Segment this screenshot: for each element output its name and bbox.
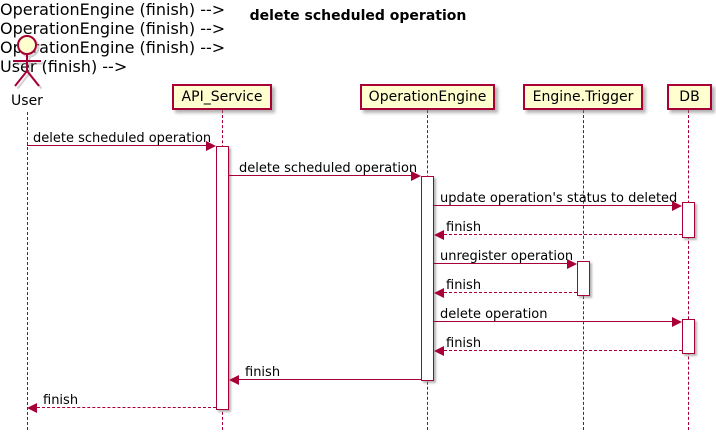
activation-bar-operationengine bbox=[421, 176, 434, 381]
activation-bar-db-2 bbox=[682, 319, 695, 354]
diagram-title: delete scheduled operation bbox=[249, 8, 467, 24]
arrowhead-left-icon bbox=[434, 230, 444, 240]
message-label: finish bbox=[446, 278, 482, 293]
message-label: unregister operation bbox=[440, 249, 574, 264]
participant-api-service: API_Service bbox=[172, 84, 272, 110]
message-line bbox=[444, 234, 682, 235]
arrowhead-right-icon bbox=[567, 259, 577, 269]
participant-db: DB bbox=[667, 84, 712, 110]
actor-person-icon bbox=[13, 35, 44, 90]
participant-operationengine: OperationEngine bbox=[360, 84, 495, 110]
arrowhead-left-icon bbox=[434, 346, 444, 356]
arrowhead-right-icon bbox=[672, 201, 682, 211]
arrowhead-left-icon bbox=[434, 288, 444, 298]
message-line bbox=[37, 407, 216, 408]
activation-bar-db-1 bbox=[682, 202, 695, 238]
message-label: delete operation bbox=[440, 307, 548, 322]
message-line bbox=[434, 263, 567, 264]
lifeline-user bbox=[27, 112, 28, 430]
arrowhead-right-icon bbox=[206, 141, 216, 151]
message-label: update operation's status to deleted bbox=[440, 191, 678, 206]
message-label: delete scheduled operation bbox=[33, 131, 212, 146]
message-line bbox=[434, 321, 672, 322]
message-label: finish bbox=[43, 393, 79, 408]
message-line bbox=[229, 175, 411, 176]
activation-bar-engine-trigger bbox=[577, 261, 590, 296]
message-line bbox=[444, 292, 577, 293]
activation-bar-api-service bbox=[216, 146, 229, 410]
message-label: finish bbox=[446, 336, 482, 351]
arrowhead-left-icon bbox=[229, 375, 239, 385]
message-line bbox=[239, 379, 421, 380]
participant-engine-trigger: Engine.Trigger bbox=[523, 84, 643, 110]
arrowhead-left-icon bbox=[27, 403, 37, 413]
lifeline-db bbox=[688, 110, 689, 430]
message-label: delete scheduled operation bbox=[239, 161, 418, 176]
arrowhead-right-icon bbox=[672, 317, 682, 327]
message-line bbox=[434, 205, 672, 206]
message-label: finish bbox=[446, 220, 482, 235]
arrowhead-right-icon bbox=[411, 171, 421, 181]
message-line bbox=[27, 145, 206, 146]
message-label: finish bbox=[245, 365, 281, 380]
message-line bbox=[444, 350, 682, 351]
actor-label-user: User bbox=[11, 93, 43, 109]
